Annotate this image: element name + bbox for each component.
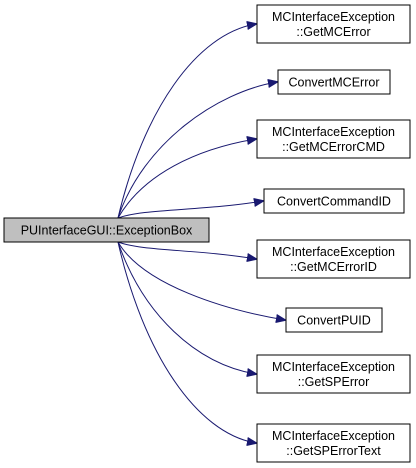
callee-label-getmcerrorid-line-1: MCInterfaceException <box>272 245 395 259</box>
edge-to-getmcerror <box>117 24 256 219</box>
callee-nodes: MCInterfaceException::GetMCErrorConvertM… <box>256 4 411 463</box>
root-node-box <box>3 217 210 243</box>
callee-box-getmcerrorid <box>256 239 411 279</box>
callee-box-convertcommandid <box>263 188 405 214</box>
callee-node-getmcerror[interactable]: MCInterfaceException::GetMCError <box>256 4 411 44</box>
callee-label-getsperrortext-line-1: MCInterfaceException <box>272 429 395 443</box>
root-node-label: PUInterfaceGUI::ExceptionBox <box>21 224 193 238</box>
edge-to-getsperror <box>117 241 256 374</box>
edge-to-convertcommandid <box>117 201 263 219</box>
callee-node-getmcerrorid[interactable]: MCInterfaceException::GetMCErrorID <box>256 239 411 279</box>
edge-to-getmcerrorid <box>117 241 256 259</box>
callee-node-getsperrortext[interactable]: MCInterfaceException::GetSPErrorText <box>256 423 411 463</box>
callee-label-getsperrortext-line-2: ::GetSPErrorText <box>286 444 381 458</box>
edge-to-getsperrortext <box>117 241 256 443</box>
callee-label-getmcerror-line-2: ::GetMCError <box>296 25 370 39</box>
callee-label-getmcerrorcmd-line-1: MCInterfaceException <box>272 125 395 139</box>
callee-box-getsperrortext <box>256 423 411 463</box>
callee-label-getmcerrorid-line-2: ::GetMCErrorID <box>290 260 377 274</box>
edges <box>117 24 285 443</box>
root-node[interactable]: PUInterfaceGUI::ExceptionBox <box>3 217 210 243</box>
callee-node-getmcerrorcmd[interactable]: MCInterfaceException::GetMCErrorCMD <box>256 119 411 159</box>
callee-box-convertmcerror <box>277 69 391 95</box>
callee-node-convertpuid[interactable]: ConvertPUID <box>285 307 383 333</box>
callee-box-getsperror <box>256 354 411 394</box>
callee-box-getmcerror <box>256 4 411 44</box>
callee-node-convertcommandid[interactable]: ConvertCommandID <box>263 188 405 214</box>
callee-label-getmcerrorcmd-line-2: ::GetMCErrorCMD <box>282 140 385 154</box>
callee-label-convertcommandid-line-1: ConvertCommandID <box>277 195 391 209</box>
callee-label-getsperror-line-1: MCInterfaceException <box>272 360 395 374</box>
callee-node-getsperror[interactable]: MCInterfaceException::GetSPError <box>256 354 411 394</box>
callee-node-convertmcerror[interactable]: ConvertMCError <box>277 69 391 95</box>
callee-label-convertmcerror-line-1: ConvertMCError <box>289 76 380 90</box>
callee-label-getmcerror-line-1: MCInterfaceException <box>272 10 395 24</box>
edge-to-convertpuid <box>117 241 285 320</box>
callee-box-convertpuid <box>285 307 383 333</box>
edge-to-getmcerrorcmd <box>117 139 256 219</box>
callee-label-getsperror-line-2: ::GetSPError <box>298 375 370 389</box>
callee-box-getmcerrorcmd <box>256 119 411 159</box>
callee-label-convertpuid-line-1: ConvertPUID <box>297 314 371 328</box>
edge-to-convertmcerror <box>117 82 277 219</box>
